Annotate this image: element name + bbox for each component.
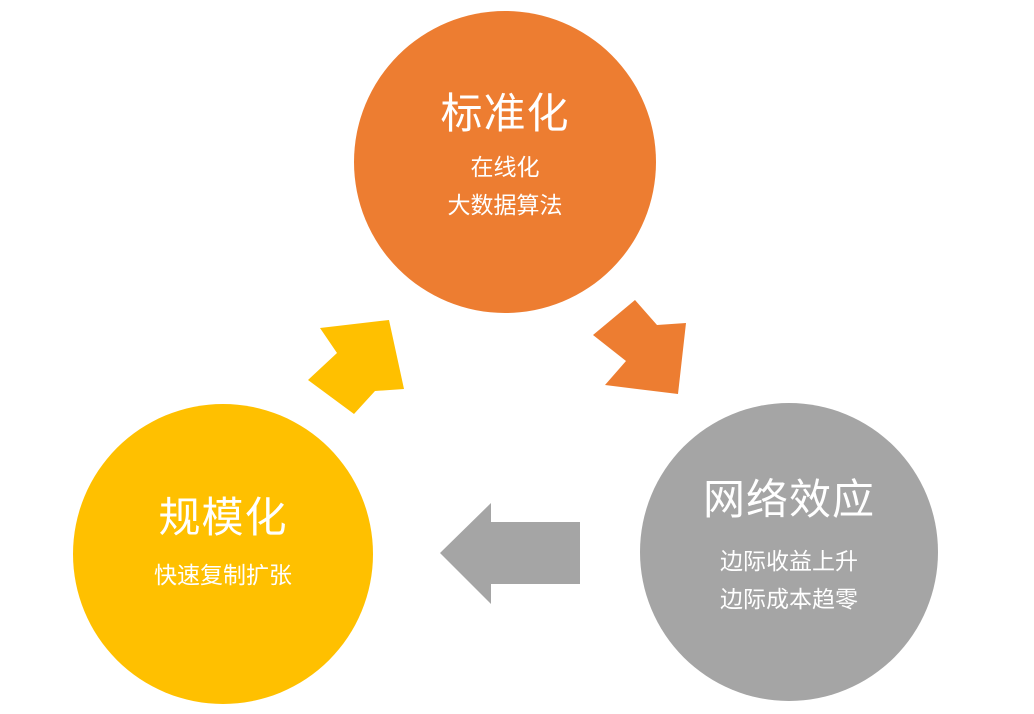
node-standardization-line-1: 在线化 [470, 155, 540, 181]
node-scale: 规模化 快速复制扩张 [73, 404, 373, 704]
node-scale-line-1: 快速复制扩张 [154, 563, 292, 589]
node-network-effect-line-1: 边际收益上升 [720, 549, 858, 575]
arrow-network-effect-to-scale [440, 503, 580, 604]
arrow-standardization-to-network-effect [593, 300, 686, 394]
node-network-effect: 网络效应 边际收益上升 边际成本趋零 [640, 403, 938, 701]
arrow-scale-to-standardization [308, 320, 404, 414]
node-standardization: 标准化 在线化 大数据算法 [354, 11, 656, 313]
node-network-effect-title: 网络效应 [702, 475, 875, 524]
node-scale-title: 规模化 [158, 493, 288, 542]
node-standardization-line-2: 大数据算法 [447, 193, 563, 219]
node-standardization-title: 标准化 [440, 89, 570, 138]
node-network-effect-line-2: 边际成本趋零 [720, 587, 858, 613]
